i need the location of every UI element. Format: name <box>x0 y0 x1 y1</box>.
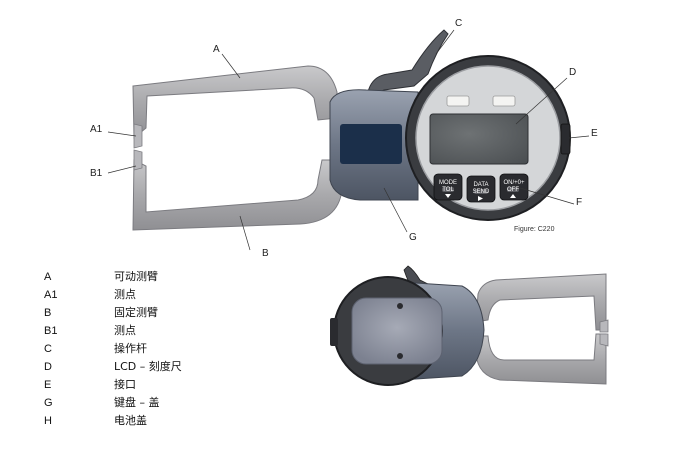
legend-desc: 可动测臂 <box>114 270 158 283</box>
mode-button-label: MODE <box>439 180 457 186</box>
legend-desc: 固定测臂 <box>114 306 158 319</box>
play-arrow-icon <box>478 196 483 201</box>
callout-e: E <box>591 128 598 139</box>
legend-key: A <box>44 271 52 283</box>
interface-port-e <box>560 123 571 155</box>
callout-f: F <box>576 197 583 208</box>
fixed-arm-b <box>132 159 343 231</box>
legend-key: A1 <box>44 289 58 301</box>
legend-desc: 键盘 – 盖 <box>114 396 160 409</box>
back-tip-lower <box>599 333 609 347</box>
data-button-label: DATA <box>473 182 488 188</box>
callout-b1: B1 <box>90 168 103 179</box>
callout-c: C <box>455 18 463 29</box>
legend-key: D <box>44 361 52 373</box>
callout-b: B <box>262 248 269 259</box>
callout-a: A <box>213 44 220 55</box>
indicator-lamp-right <box>492 95 516 107</box>
down-arrow-icon <box>445 194 451 198</box>
point-a1 <box>133 123 143 149</box>
legend-key: C <box>44 343 52 355</box>
keypad-f: MODE TOL DATA SEND ON/+0+ OFF <box>433 173 529 203</box>
battery-cover-h <box>351 297 443 365</box>
legend-key: B <box>44 307 52 319</box>
legend-desc: 接口 <box>114 378 136 391</box>
legend-desc: LCD – 刻度尺 <box>114 360 182 373</box>
leader-lines-top <box>107 29 590 251</box>
point-b1 <box>133 149 143 171</box>
legend-key: E <box>44 379 52 391</box>
screw-top <box>397 303 403 309</box>
onoff-button-sublabel: OFF <box>507 187 519 193</box>
figure-caption: Figure: C220 <box>514 226 555 233</box>
screw-bottom <box>397 353 403 359</box>
housing-window <box>340 124 402 164</box>
legend-key: H <box>44 415 52 427</box>
callout-d: D <box>569 67 577 78</box>
back-upper-arm <box>475 273 607 331</box>
callout-a1: A1 <box>90 124 103 135</box>
back-port <box>330 318 338 346</box>
mode-button-sublabel: TOL <box>442 187 454 193</box>
legend-desc: 测点 <box>114 288 136 301</box>
indicator-lamp-left <box>446 95 470 107</box>
onoff-button-label: ON/+0+ <box>503 180 525 186</box>
up-arrow-icon <box>510 194 516 198</box>
legend-desc: 测点 <box>114 324 136 337</box>
lcd-display-d <box>429 113 529 165</box>
legend-key: G <box>44 397 53 409</box>
legend-desc: 电池盖 <box>114 414 147 427</box>
back-lower-arm <box>475 333 607 385</box>
callout-g: G <box>409 232 417 243</box>
movable-arm-a <box>132 65 338 140</box>
data-button-sublabel: SEND <box>473 189 490 195</box>
legend-desc: 操作杆 <box>114 342 147 355</box>
back-tip-upper <box>599 319 609 333</box>
legend-key: B1 <box>44 325 58 337</box>
